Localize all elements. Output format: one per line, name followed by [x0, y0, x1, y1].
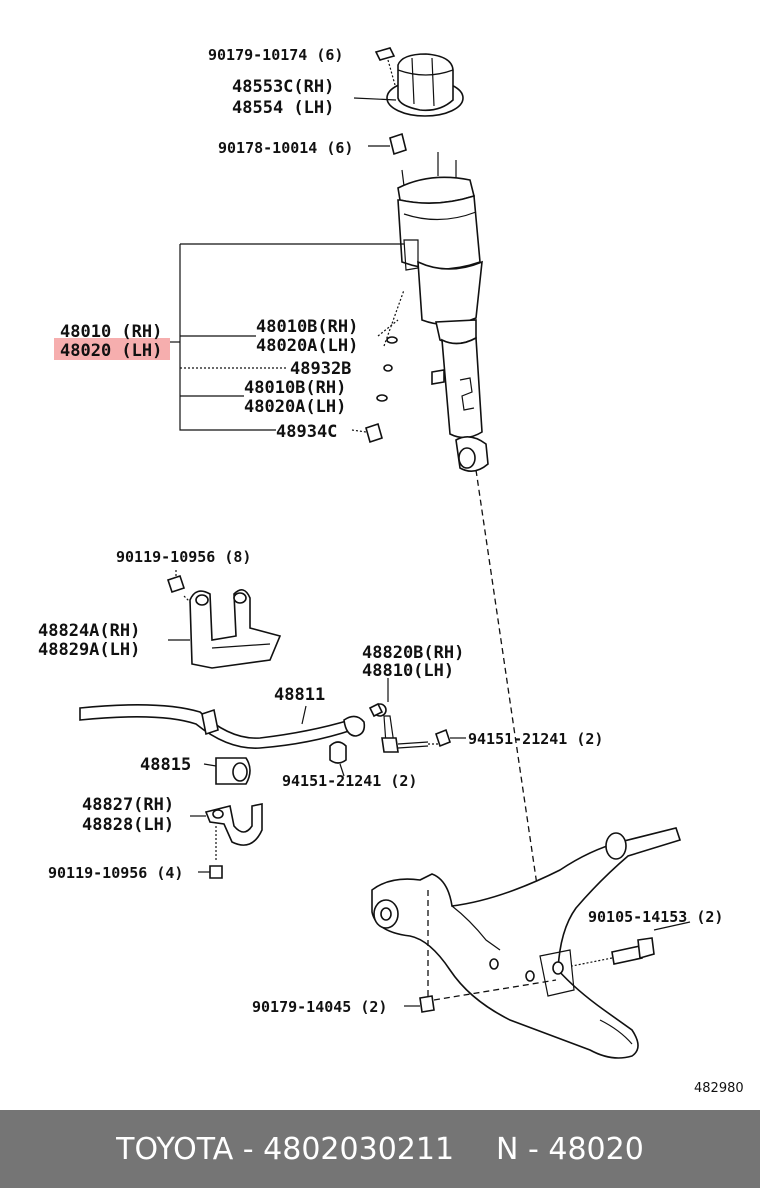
label-stabilizer-bar: 48811: [274, 685, 325, 705]
stabilizer-clamp: [190, 803, 263, 879]
label-bolt-bracket: 90119-10956 (8): [116, 548, 251, 566]
label-clamp-rh: 48827(RH): [82, 795, 174, 815]
arm-bolt: [571, 921, 691, 967]
label-nut-link-right: 94151-21241 (2): [468, 730, 603, 748]
lower-control-arm: [371, 827, 682, 1059]
footer-part-number: TOYOTA - 4802030211: [116, 1131, 455, 1167]
label-bolt-arm: 90105-14153 (2): [588, 908, 723, 926]
label-nut-mount: 90178-10014 (6): [218, 139, 353, 157]
label-cushion-rh-2: 48010B(RH): [244, 378, 346, 398]
mount-nut: [368, 132, 407, 156]
label-bushing: 48815: [140, 755, 191, 775]
label-mount-rh: 48553C(RH): [232, 77, 334, 97]
label-nut-top: 90179-10174 (6): [208, 46, 343, 64]
label-link-rh: 48820B(RH): [362, 643, 464, 663]
strut-leader-lines: [170, 243, 405, 444]
label-clamp-lh: 48828(LH): [82, 815, 174, 835]
label-cushion-lh-1: 48020A(LH): [256, 336, 358, 356]
footer-reference: N - 48020: [496, 1131, 644, 1167]
label-cushion-rh-1: 48010B(RH): [256, 317, 358, 337]
label-nut-arm: 90179-14045 (2): [252, 998, 387, 1016]
parts-diagram: 90179-10174 (6) 48553C(RH) 48554 (LH) 90…: [38, 46, 744, 1096]
label-nut-link-left: 94151-21241 (2): [282, 772, 417, 790]
link-nut-right: [435, 728, 466, 748]
stabilizer-bracket: [168, 589, 282, 669]
highlight-box: [54, 338, 170, 360]
footer-bar: TOYOTA - 4802030211 N - 48020: [0, 1110, 760, 1188]
bushing: [203, 757, 251, 785]
top-nut: [374, 47, 396, 86]
stabilizer-link: [368, 678, 438, 753]
label-strut-rh: 48010 (RH): [60, 322, 162, 342]
label-bracket-rh: 48824A(RH): [38, 621, 140, 641]
strut-assembly: [397, 152, 489, 472]
figure-number: 482980: [694, 1081, 744, 1096]
label-link-lh: 48810(LH): [362, 661, 454, 681]
label-mount-lh: 48554 (LH): [232, 98, 334, 118]
label-strut-lh: 48020 (LH): [60, 341, 162, 361]
strut-to-knuckle-line: [475, 469, 549, 961]
label-bolt-clamp: 90119-10956 (4): [48, 864, 183, 882]
upper-mount: [353, 53, 464, 117]
stabilizer-bar: [79, 704, 366, 749]
label-cushion-lh-2: 48020A(LH): [244, 397, 346, 417]
arm-nut: [404, 886, 557, 1013]
label-clip: 48934C: [276, 422, 337, 442]
link-nut-left: [329, 741, 347, 777]
label-bracket-lh: 48829A(LH): [38, 640, 140, 660]
label-ring: 48932B: [290, 359, 351, 379]
